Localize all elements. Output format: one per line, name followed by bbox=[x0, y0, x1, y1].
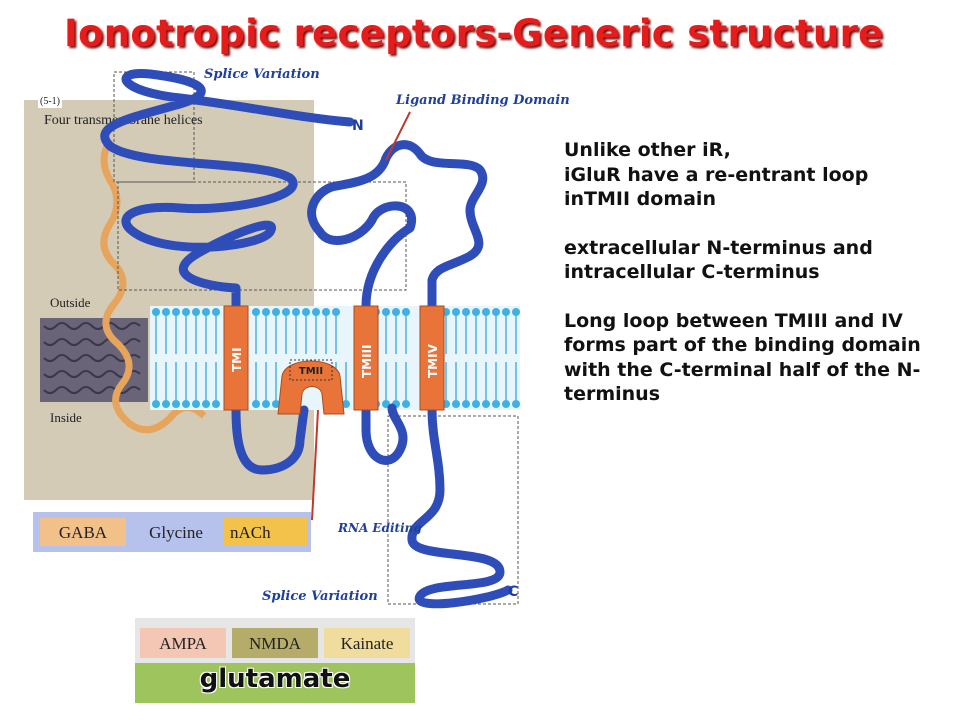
inset-corner-mark: (5-1) bbox=[40, 96, 60, 107]
ligand-pointer bbox=[385, 111, 411, 161]
glycine-label: Glycine bbox=[149, 523, 203, 542]
gaba-tag bbox=[40, 518, 126, 546]
nach-tag bbox=[224, 518, 308, 546]
splice-variation-bottom-label: Splice Variation bbox=[262, 589, 378, 604]
inset-membrane-texture bbox=[43, 322, 141, 394]
nmda-tag bbox=[232, 628, 318, 658]
glycine-tag bbox=[134, 518, 218, 546]
glutamate-bar bbox=[135, 663, 415, 703]
kainate-label: Kainate bbox=[341, 634, 394, 653]
glutamate-label: glutamate bbox=[199, 664, 351, 694]
diagram-labels: Splice Variation Ligand Binding Domain R… bbox=[204, 67, 570, 604]
gaba-label: GABA bbox=[59, 523, 108, 542]
tm1-helix bbox=[223, 305, 249, 411]
tm2-reentrant-loop bbox=[277, 360, 345, 415]
notes-panel: Unlike other iR, iGluR have a re-entrant… bbox=[564, 138, 934, 431]
c-terminus-label: C bbox=[508, 584, 518, 600]
note-termini: extracellular N-terminus and intracellul… bbox=[564, 236, 873, 284]
ligand-binding-label: Ligand Binding Domain bbox=[395, 93, 570, 108]
tm2-label: TMII bbox=[299, 366, 323, 377]
transmembrane-helices: TMI TMIII TMIV TMII bbox=[223, 305, 445, 415]
note-binding-domain: Long loop between TMIII and IV forms par… bbox=[564, 309, 921, 406]
receptor-protein-chain bbox=[100, 69, 513, 609]
kainate-tag bbox=[324, 628, 410, 658]
tm1-label: TMI bbox=[230, 347, 244, 372]
tm3-helix bbox=[353, 305, 379, 411]
tm3-tm4-loop bbox=[361, 403, 408, 465]
splice-variation-top-label: Splice Variation bbox=[204, 67, 320, 82]
inset-outside-label: Outside bbox=[50, 295, 91, 310]
inset-protein-chain bbox=[100, 138, 207, 434]
nach-label: nACh bbox=[230, 523, 271, 542]
ampa-tag bbox=[140, 628, 226, 658]
glutamate-receptor-tags: AMPA NMDA Kainate bbox=[135, 618, 415, 664]
slide-title: Ionotropic receptors-Generic structure bbox=[64, 12, 884, 55]
note-reentrant-loop: Unlike other iR, iGluR have a re-entrant… bbox=[564, 139, 869, 210]
inset-inside-label: Inside bbox=[50, 410, 82, 425]
rna-editing-pointer bbox=[311, 409, 319, 521]
tm3-label: TMIII bbox=[360, 344, 374, 378]
ampa-label: AMPA bbox=[159, 634, 207, 653]
rna-editing-label: RNA Editing bbox=[337, 521, 422, 535]
n-terminus-label: N bbox=[352, 118, 364, 134]
ligand-binding-text: Ligand Binding Domain bbox=[395, 93, 570, 108]
tm4-label: TMIV bbox=[426, 343, 440, 378]
tm4-helix bbox=[419, 305, 445, 411]
tm2-box bbox=[289, 359, 333, 381]
nmda-label: NMDA bbox=[249, 634, 302, 653]
pointer-lines bbox=[311, 111, 411, 521]
inset-receptor-tags: GABA Glycine nACh bbox=[33, 512, 311, 552]
